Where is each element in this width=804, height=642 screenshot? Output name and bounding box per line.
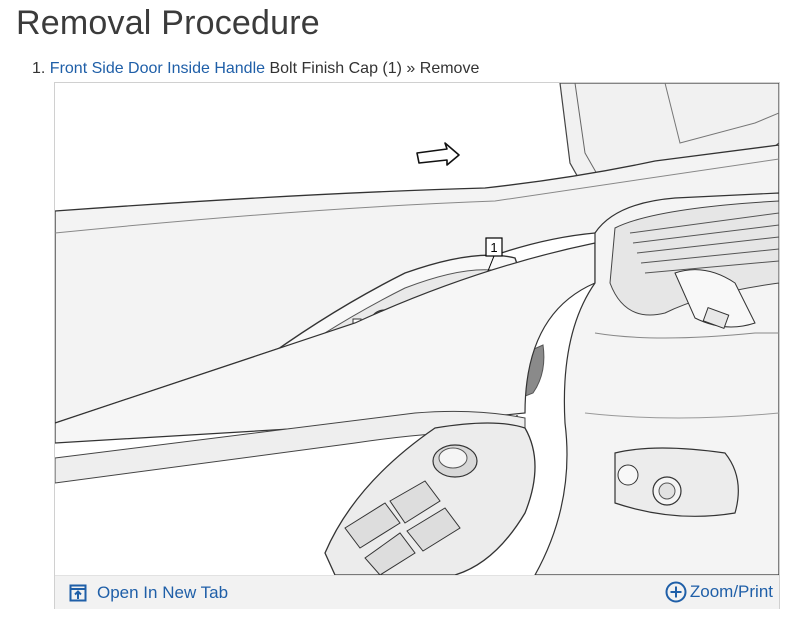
zoom-print-button[interactable]: Zoom/Print xyxy=(665,581,773,603)
figure-toolbar: Open In New Tab Zoom/Print xyxy=(55,575,779,609)
direction-arrow-icon xyxy=(416,142,460,166)
open-new-tab-icon xyxy=(69,584,87,602)
step-item: 1. Front Side Door Inside Handle Bolt Fi… xyxy=(32,58,479,80)
step-number: 1. xyxy=(32,60,46,77)
page-title: Removal Procedure xyxy=(16,4,320,42)
zoom-print-label: Zoom/Print xyxy=(689,582,773,601)
door-handle-link[interactable]: Front Side Door Inside Handle xyxy=(49,60,266,77)
open-in-new-tab-button[interactable]: Open In New Tab xyxy=(69,583,228,603)
figure-container: 1 2 xyxy=(54,82,780,609)
door-handle-illustration: 1 2 xyxy=(55,83,779,575)
open-in-new-tab-label: Open In New Tab xyxy=(97,583,229,602)
callout-label-1: 1 xyxy=(490,240,497,255)
procedure-steps: 1. Front Side Door Inside Handle Bolt Fi… xyxy=(32,58,479,80)
step-text: Bolt Finish Cap (1) » Remove xyxy=(265,60,480,77)
zoom-plus-icon xyxy=(665,581,687,603)
